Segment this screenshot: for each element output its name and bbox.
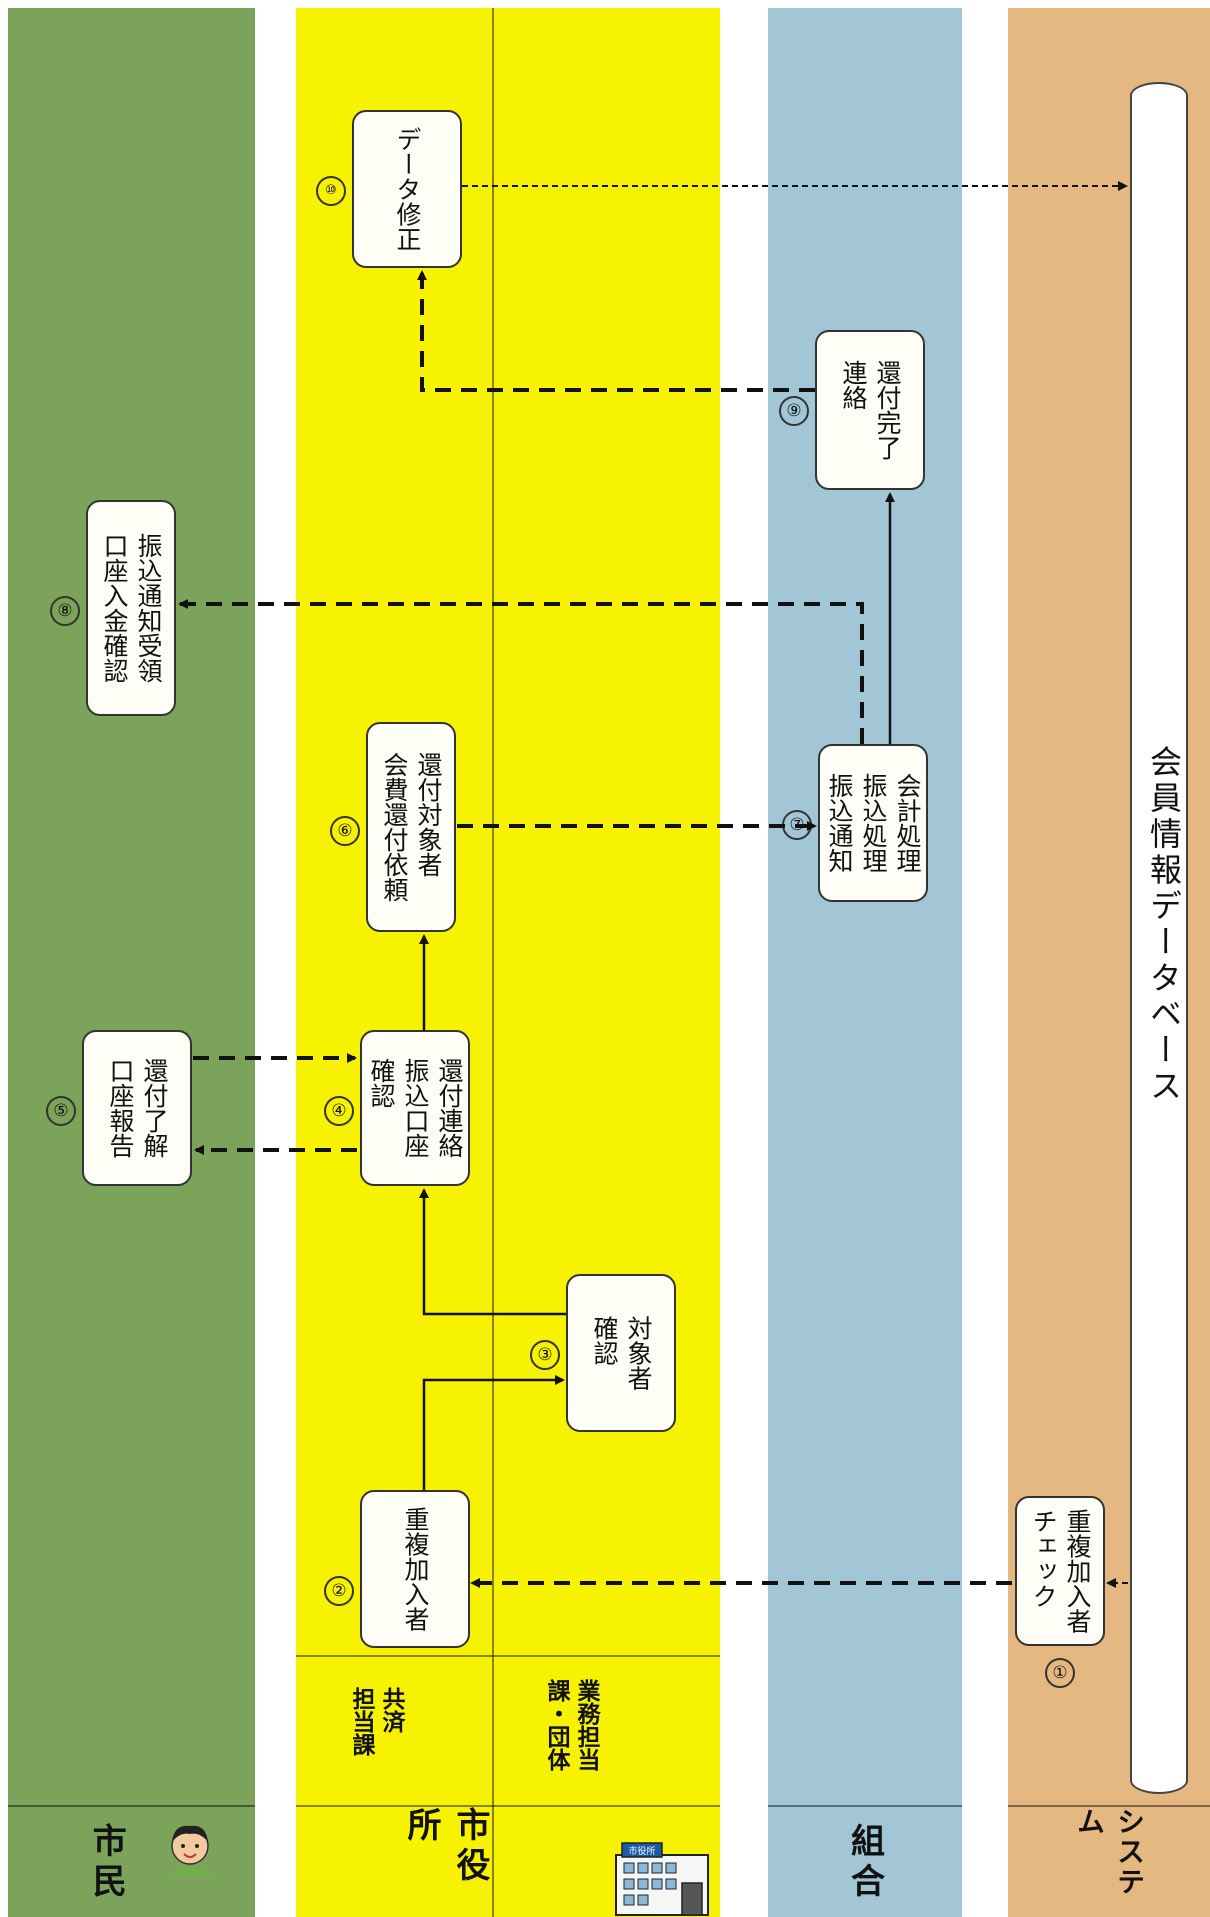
arrow-7-to-8 — [180, 604, 862, 744]
arrow-2-to-3 — [424, 1380, 563, 1490]
person-icon — [160, 1816, 220, 1880]
arrow-3-to-4 — [424, 1190, 566, 1314]
arrow-9-to-10 — [422, 272, 815, 390]
city-hall-building-icon: 市役所 — [612, 1839, 712, 1917]
building-sign-text: 市役所 — [628, 1845, 655, 1857]
